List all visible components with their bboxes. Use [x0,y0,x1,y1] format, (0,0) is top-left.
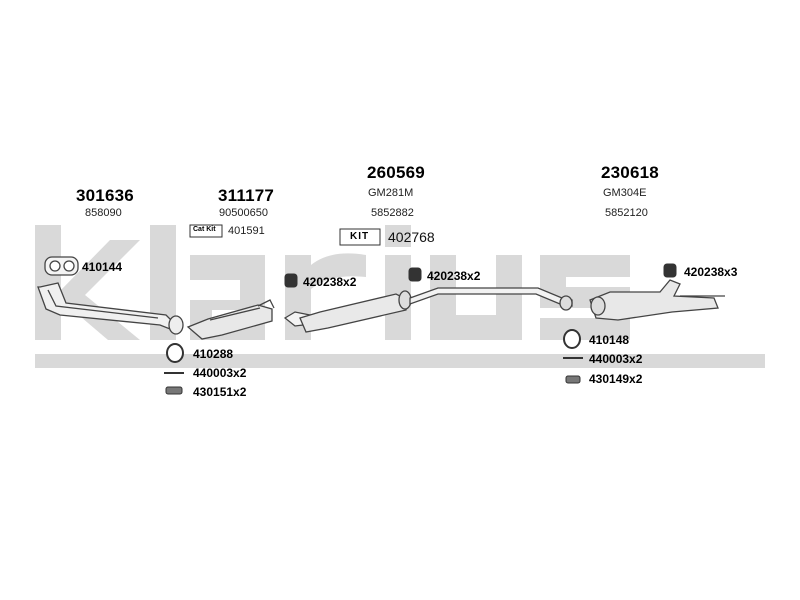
mount-icon-2 [408,267,422,282]
part-spring-left: 430151x2 [193,385,247,399]
section-middle-code: GM281M [368,187,414,199]
section-rear-code: GM304E [603,187,647,199]
mount-icon-3 [663,263,677,278]
part-mount-3: 420238x3 [684,265,738,279]
section-cat-number: 311177 [218,186,275,205]
section-rear-ref: 5852120 [605,207,648,219]
section-front-number: 301636 [76,186,134,205]
part-ring-right: 410148 [589,333,630,347]
section-middle-number: 260569 [367,163,425,182]
section-middle-ref: 5852882 [371,207,414,219]
spring-left-icon [165,386,183,395]
section-rear-number: 230618 [601,163,659,182]
ring-right-icon [563,329,581,349]
part-bolt-left: 440003x2 [193,366,247,380]
part-ring-left: 410288 [193,347,234,361]
section-front-ref: 858090 [85,207,122,219]
cat-kit-label: Cat Kit [193,226,216,233]
part-gasket-front: 410144 [82,260,123,274]
part-bolt-right: 440003x2 [589,352,643,366]
cat-kit-number: 401591 [228,225,265,237]
ring-left-icon [166,343,184,363]
rear-silencer [589,279,719,321]
part-mount-1: 420238x2 [303,275,357,289]
part-mount-2: 420238x2 [427,269,481,283]
cat-kit-box [189,224,223,238]
gasket-icon [44,256,79,276]
kit-number: 402768 [388,229,435,245]
kit-label: KIT [350,231,370,242]
part-spring-right: 430149x2 [589,372,643,386]
spring-right-icon [565,375,581,384]
section-cat-ref: 90500650 [219,207,268,219]
kit-box [339,228,381,246]
mount-icon-1 [284,273,298,288]
catalytic-converter [186,304,273,340]
middle-silencer [299,293,409,333]
